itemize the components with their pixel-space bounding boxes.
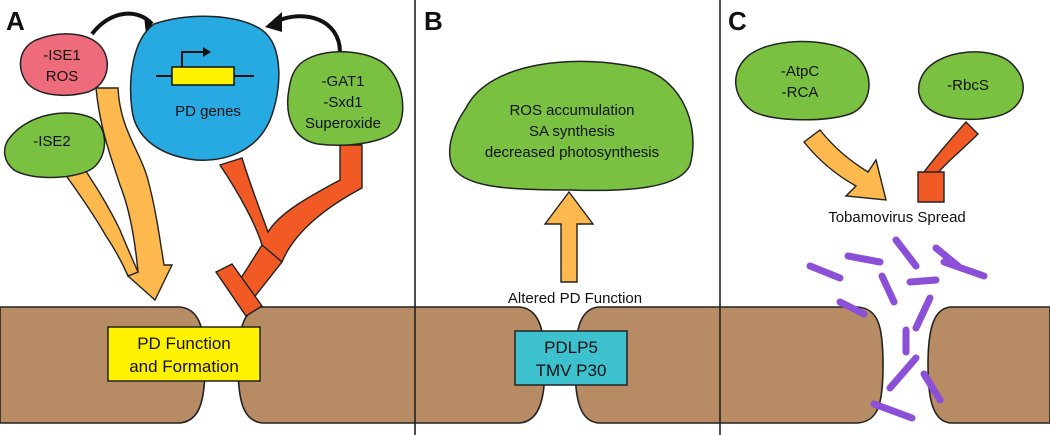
- tobamovirus-spread-label: Tobamovirus Spread: [828, 209, 966, 226]
- promote-arrow-ise2: [60, 161, 139, 277]
- sxd1-label: -Sxd1: [323, 94, 362, 111]
- curved-arrow-right-head: [265, 12, 282, 32]
- pd-function-label-2: and Formation: [129, 357, 239, 376]
- virus-particle: [870, 400, 916, 422]
- tmv-p30-label: TMV P30: [536, 361, 607, 380]
- ise2-node: [3, 112, 106, 179]
- virus-particle: [836, 298, 868, 318]
- virus-particle: [806, 262, 844, 282]
- pd-genes-label: PD genes: [175, 103, 241, 120]
- virus-particle: [906, 276, 940, 286]
- inhibit-arrow-a-bar: [214, 263, 264, 317]
- ise1-label: -ISE1: [43, 47, 81, 64]
- ros-accumulation-label: ROS accumulation: [509, 102, 634, 119]
- panel-letter-b: B: [424, 6, 443, 36]
- altered-pd-function-label: Altered PD Function: [508, 290, 642, 307]
- ros-accumulation-node: [448, 60, 694, 192]
- ise1-node: [19, 33, 108, 97]
- superoxide-label: Superoxide: [305, 115, 381, 132]
- curved-arrow-left: [90, 11, 154, 36]
- virus-particle: [920, 370, 944, 404]
- gene-box: [171, 66, 235, 86]
- decreased-photosynthesis-label: decreased photosynthesis: [485, 144, 659, 161]
- promoter-arrowhead-icon: [203, 47, 211, 57]
- panel-letter-a: A: [6, 6, 25, 36]
- cell-wall-c-right: [927, 306, 1050, 424]
- inhibit-arrow-a: [218, 144, 363, 269]
- virus-particle: [844, 252, 884, 266]
- pdlp5-label: PDLP5: [544, 338, 598, 357]
- inhibit-arrow-c-bar: [917, 171, 945, 203]
- curved-arrow-right: [274, 14, 342, 53]
- pd-function-box: [107, 326, 261, 382]
- atpc-label: -AtpC: [781, 63, 820, 80]
- promote-arrow-c: [803, 129, 887, 201]
- virus-particle: [892, 236, 920, 270]
- pd-genes-node: [129, 15, 280, 161]
- rbcs-node: [917, 51, 1024, 121]
- promote-arrow-b: [543, 190, 595, 283]
- ise2-label: -ISE2: [33, 133, 71, 150]
- rca-label: -RCA: [782, 84, 819, 101]
- virus-particle: [912, 294, 934, 332]
- atpc-node: [735, 40, 870, 121]
- virus-particle: [878, 272, 898, 306]
- panel-letter-c: C: [728, 6, 747, 36]
- gat1-label: -GAT1: [321, 73, 364, 90]
- rbcs-label: -RbcS: [947, 77, 989, 94]
- virus-particle: [940, 258, 988, 280]
- virus-particle: [886, 354, 920, 392]
- ros-label: ROS: [46, 68, 79, 85]
- cell-walls: [0, 306, 1050, 424]
- promote-arrow-ise1: [95, 87, 174, 302]
- gat1-node: [286, 51, 404, 146]
- promoter-arrow-icon: [181, 51, 204, 67]
- pd-function-label-1: PD Function: [137, 334, 231, 353]
- cell-wall-a-right: [237, 306, 546, 424]
- pdlp5-box: [514, 330, 628, 386]
- sa-synthesis-label: SA synthesis: [529, 123, 615, 140]
- inhibit-arrow-c: [922, 120, 979, 179]
- virus-particles: [806, 236, 988, 422]
